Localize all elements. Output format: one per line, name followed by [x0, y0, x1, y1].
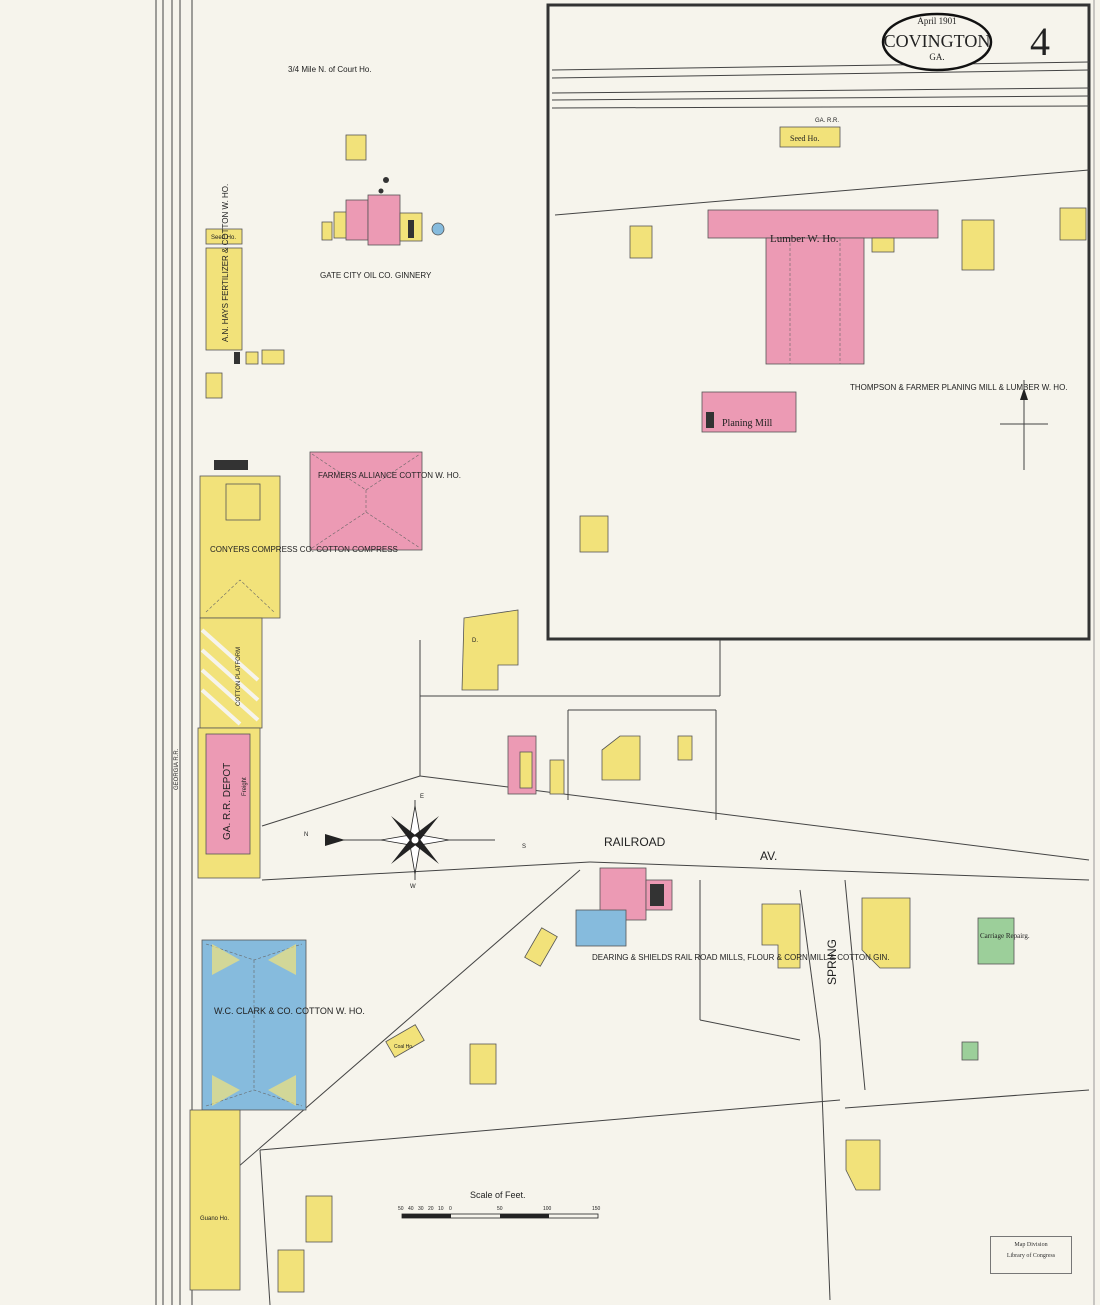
thompson-label: THOMPSON & FARMER PLANING MILL & LUMBER … [850, 383, 1068, 392]
freight-label: Freight [242, 777, 248, 796]
railroad-tracks [155, 0, 193, 1305]
seed-top-label: Seed Ho. [790, 134, 819, 143]
seed-house-label: Seed Ho. [211, 235, 236, 241]
guano-label: Guano Ho. [200, 1216, 229, 1222]
coal-label: Coal Ho. [394, 1044, 413, 1050]
conyers-compress [199, 460, 281, 729]
title-cartouche: April 1901 COVINGTON GA. [881, 12, 993, 72]
stamp-line-1: Map Division [1014, 1242, 1048, 1248]
scale-title: Scale of Feet. [470, 1190, 526, 1200]
clark-label: W.C. CLARK & CO. COTTON W. HO. [214, 1006, 365, 1016]
compass-s: S [522, 844, 526, 850]
scale-tick-1: 40 [408, 1206, 414, 1212]
city-name: COVINGTON [884, 31, 991, 51]
map-date: April 1901 [917, 16, 956, 26]
compass-rose [325, 800, 495, 880]
dwellings [277, 207, 1087, 1293]
spring-street-label: SPRING [825, 939, 839, 985]
farmers-alliance-warehouse [309, 451, 423, 551]
dearing-shields-mill [575, 867, 673, 947]
state-name: GA. [929, 52, 944, 62]
scale-tick-8: 150 [592, 1206, 601, 1212]
inset-frame [546, 3, 1091, 641]
carriage-label: Carriage Repairg. [980, 932, 1030, 940]
railroad-street-label: RAILROAD [604, 835, 666, 849]
gate-city-ginnery [321, 134, 445, 246]
planing-mill [701, 391, 797, 433]
scale-tick-6: 50 [497, 1206, 503, 1212]
av-street-label: AV. [760, 849, 777, 863]
lumber-warehouse [707, 209, 939, 365]
compass-e: E [420, 794, 424, 800]
sheet-number: 4 [1030, 19, 1050, 64]
dearing-label: DEARING & SHIELDS RAIL ROAD MILLS, FLOUR… [592, 953, 890, 962]
farmers-label: FARMERS ALLIANCE COTTON W. HO. [318, 471, 461, 480]
scale-tick-4: 10 [438, 1206, 444, 1212]
georgia-rr-label: GEORGIA R.R. [174, 748, 180, 790]
compass-w: W [410, 884, 416, 890]
gate-city-label: GATE CITY OIL CO. GINNERY [320, 271, 432, 280]
conyers-label: CONYERS COMPRESS CO. COTTON COMPRESS [210, 545, 398, 554]
scale-tick-3: 20 [428, 1206, 434, 1212]
scale-tick-7: 100 [543, 1206, 552, 1212]
ga-rr-label: GA. R.R. [815, 118, 839, 124]
scale-tick-2: 30 [418, 1206, 424, 1212]
dwelling-label: D. [472, 638, 478, 644]
scale-tick-0: 50 [398, 1206, 404, 1212]
library-stamp: Map Division Library of Congress [990, 1236, 1072, 1274]
street-lines [199, 640, 1090, 1305]
hays-label: A.N. HAYS FERTILIZER & COTTON W. HO. [221, 184, 230, 342]
compass-n: N [304, 832, 308, 838]
clark-warehouse [189, 939, 307, 1291]
railroad-depot [197, 727, 261, 879]
platform-label: COTTON PLATFORM [236, 647, 242, 706]
hays-warehouse [205, 228, 285, 399]
seed-house-top [779, 126, 841, 148]
depot-label: GA. R.R. DEPOT [222, 763, 233, 840]
stamp-line-2: Library of Congress [1006, 1253, 1056, 1259]
scale-bar [401, 1213, 599, 1219]
lumber-label: Lumber W. Ho. [770, 233, 839, 245]
scale-tick-5: 0 [449, 1206, 452, 1212]
north-arrow [1000, 380, 1048, 470]
distance-note: 3/4 Mile N. of Court Ho. [288, 65, 372, 74]
planing-label: Planing Mill [722, 418, 773, 429]
